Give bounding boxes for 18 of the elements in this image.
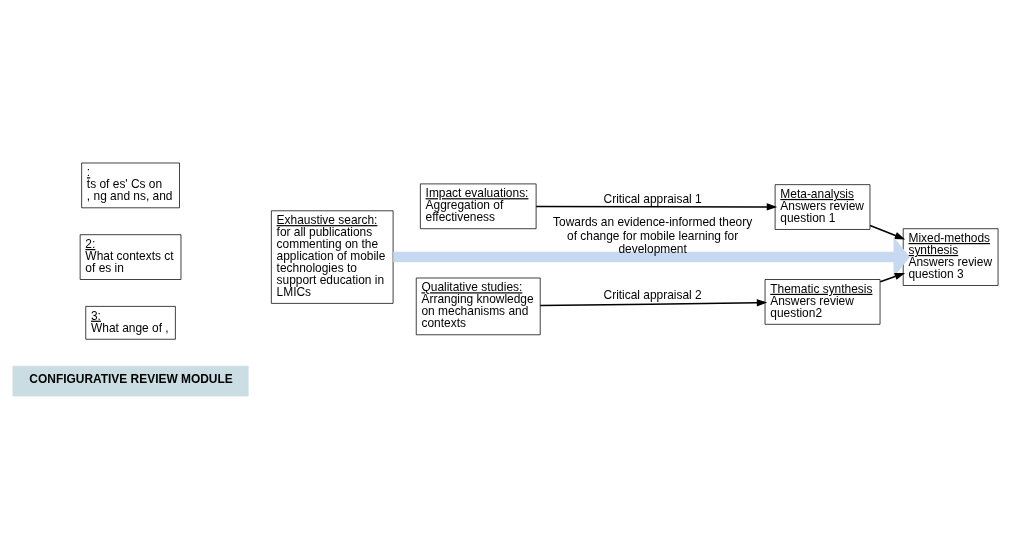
node-box: CONFIGURATIVE REVIEW MODULE (12, 365, 249, 397)
node-box: Qualitative studies: Arranging knowledge on mechanisms and contexts (415, 277, 541, 336)
arrow (869, 224, 906, 240)
node-box: 2: What contexts ct of es in (79, 234, 182, 280)
node-box: Exhaustive search: for all publications commenting on the application of mobile technologies to support education in LMICs (270, 210, 394, 304)
arrow (393, 236, 910, 278)
node-box: Thematic synthesis Answers review question2 (764, 279, 881, 325)
edge-label: Towards an evidence-informed theory of change for mobile learning for development (553, 215, 753, 257)
arrow (539, 299, 768, 307)
arrow (535, 203, 778, 211)
edge-label: Critical appraisal 2 (603, 287, 702, 302)
node-box: Meta-analysis Answers review question 1 (774, 184, 871, 230)
node-box: Impact evaluations: Aggregation of effectiveness (420, 183, 537, 230)
node-box: 3: What ange of , (85, 306, 176, 340)
edge-label: Critical appraisal 1 (603, 192, 702, 207)
node-box: : ts of es' Cs on , ng and ns, and (81, 162, 180, 209)
node-box: Mixed-methods synthesis Answers review question 3 (902, 228, 999, 286)
arrow (879, 272, 906, 283)
